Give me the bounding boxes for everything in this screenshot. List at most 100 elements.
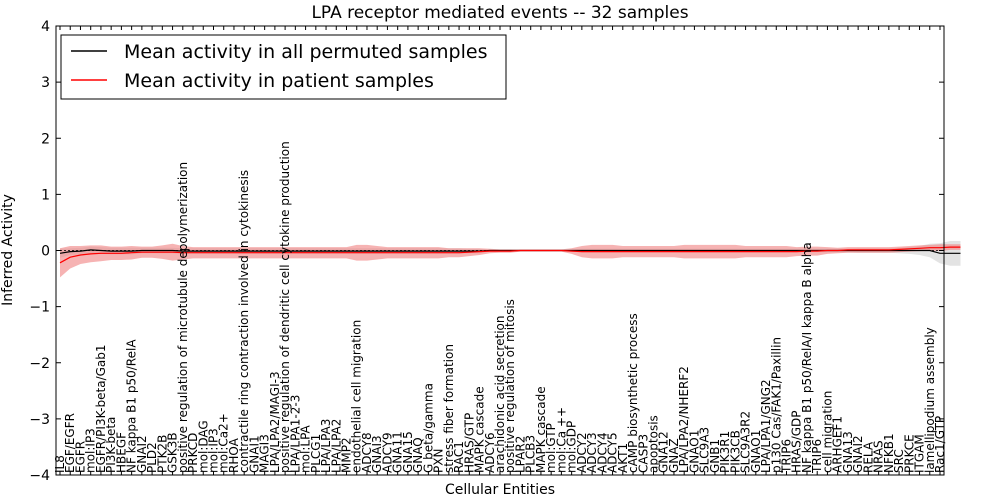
x-tick-label: PRKCD <box>186 433 200 473</box>
x-tick-label: NFKB1 <box>882 433 896 473</box>
x-tick-label: mol:Ca2+ <box>217 413 231 473</box>
x-tick-label: p130 Cas/FAK1/Paxillin <box>769 337 783 473</box>
y-tick-label: 4 <box>41 19 50 35</box>
x-tick-label: EGF/EGFR <box>63 413 77 473</box>
x-tick-label: LPA/LPA2 <box>329 419 343 473</box>
x-tick-label: endothelial cell migration <box>350 320 364 473</box>
x-tick-label: PTK2B <box>155 435 169 473</box>
legend-box <box>60 34 507 100</box>
x-tick-label: CASP3 <box>636 434 650 473</box>
y-tick-label: 0 <box>41 244 50 260</box>
series-line-1 <box>59 246 961 264</box>
x-tick-label: ADCY5 <box>606 432 620 473</box>
x-tick-label: IL8 <box>53 455 67 473</box>
x-tick-label: SRC <box>892 449 906 473</box>
x-tick-label: positive regulation of mitosis <box>503 299 517 473</box>
x-tick-label: GNAI3 <box>370 435 384 473</box>
x-tick-label: NRAS <box>872 440 886 473</box>
x-tick-label: GNAO1 <box>687 430 701 473</box>
x-tick-label: ARHGEF1 <box>831 416 845 473</box>
x-tick-label: GNAI2 <box>851 435 865 473</box>
x-tick-label: GNAI2 <box>135 435 149 473</box>
x-tick-label: ADCY9 <box>380 432 394 473</box>
x-tick-label: PI3K-beta <box>104 417 118 473</box>
x-tick-label: PLCB3 <box>524 435 538 473</box>
x-tick-label: GNAI1 <box>247 435 261 473</box>
x-tick-label: LPAR2 <box>514 436 528 473</box>
x-tick-label: LPA/LPA3 <box>319 419 333 473</box>
legend-label-patient: Mean activity in patient samples <box>124 70 434 92</box>
x-tick-label: LPA/LPA1-2-3 <box>288 395 302 473</box>
x-tick-label: HRAS/GTP <box>462 413 476 473</box>
x-tick-label: TRIP6 <box>780 439 794 474</box>
x-tick-label: PXN <box>432 449 446 473</box>
y-tick-label: 2 <box>41 131 50 147</box>
x-tick-label: MMP2 <box>340 437 354 473</box>
x-tick-label: LPA/LPA2/NHERF2 <box>677 366 691 473</box>
x-tick-label: ADCY8 <box>360 432 374 473</box>
x-tick-label: contractile ring contraction involved in… <box>237 170 251 473</box>
x-tick-label: PIK3R1 <box>718 431 732 473</box>
x-tick-label: ADCY3 <box>585 432 599 473</box>
y-tick-label: −2 <box>29 356 50 372</box>
x-tick-label: cAMP biosynthetic process <box>626 313 640 473</box>
x-tick-label: RAC1 <box>452 441 466 473</box>
x-tick-label: GSK3B <box>166 432 180 473</box>
x-tick-label: ADCY2 <box>575 432 589 473</box>
x-tick-label: SLC9A3 <box>698 427 712 473</box>
x-tick-label: LPA/LPA2/MAGI-3 <box>268 371 282 473</box>
legend-label-permuted: Mean activity in all permuted samples <box>124 41 487 63</box>
x-tick-label: EGFR/PI3K-beta/Gab1 <box>94 344 108 473</box>
x-tick-label: ADCY4 <box>595 432 609 473</box>
x-tick-label: mol:GTP <box>544 423 558 473</box>
y-tick-label: 3 <box>41 75 50 91</box>
x-tick-label: ADCY6 <box>483 432 497 473</box>
x-tick-label: NF kappa B1 p50/RelA/I kappa B alpha <box>800 242 814 473</box>
y-tick-label: −4 <box>29 468 50 484</box>
x-tick-label: mol:IP3 <box>207 428 221 473</box>
x-tick-label: GNAQ <box>411 437 425 473</box>
x-tick-label: GNB1 <box>708 439 722 473</box>
x-tick-label: mol:Ca ++ <box>554 407 568 473</box>
x-tick-label: PIK3CB <box>728 430 742 473</box>
x-tick-label: AKT1 <box>616 443 630 473</box>
x-tick-label: cell migration <box>820 391 834 473</box>
x-tick-label: HRAS/GDP <box>790 410 804 473</box>
x-tick-label: positive regulation of dendritic cell cy… <box>278 141 292 473</box>
x-axis <box>59 26 941 475</box>
chart-title: LPA receptor mediated events -- 32 sampl… <box>311 3 688 23</box>
x-tick-label: positive regulation of microtubule depol… <box>176 162 190 473</box>
x-tick-label: mol:LPA <box>299 424 313 473</box>
x-tick-label: GNA11 <box>391 431 405 473</box>
x-tick-label: GNA13 <box>841 431 855 473</box>
x-tick-label: LPA/LPA1/GNG2 <box>759 379 773 473</box>
x-tick-label: GNA12 <box>657 431 671 473</box>
x-tick-label: mol:IP3 <box>84 428 98 473</box>
series-band-1 <box>60 243 961 278</box>
x-tick-label: apoptosis <box>647 415 661 473</box>
x-tick-label: GNAZ <box>667 438 681 473</box>
x-tick-label: lamellipodium assembly <box>923 327 937 473</box>
x-tick-label: EGFR <box>74 441 88 473</box>
confidence-bands <box>60 241 961 278</box>
x-axis-label: Cellular Entities <box>445 482 555 498</box>
x-tick-label: MAPK cascade <box>473 386 487 473</box>
x-tick-label: NF kappa B1 p50/RelA <box>125 339 139 473</box>
x-tick-label: PLD2 <box>145 442 159 473</box>
x-tick-label: RELA <box>861 441 875 473</box>
series-lines <box>59 246 961 264</box>
x-tick-label: MAPK cascade <box>534 386 548 473</box>
x-tick-label: Rac1/GTP <box>933 416 947 473</box>
x-tick-label: RHOA <box>227 437 241 473</box>
y-tick-label: 1 <box>41 187 50 203</box>
x-tick-label: G beta/gamma <box>421 383 435 473</box>
x-tick-label: TRIP6 <box>810 439 824 474</box>
x-tick-label: PLCG1 <box>309 434 323 473</box>
x-tick-label: PRKCE <box>902 434 916 473</box>
x-tick-labels: IL8EGF/EGFREGFRmol:IP3EGFR/PI3K-beta/Gab… <box>53 141 947 474</box>
x-tick-label: stress fiber formation <box>442 344 456 473</box>
y-tick-label: −3 <box>29 412 50 428</box>
x-tick-label: mol:DAG <box>196 420 210 473</box>
